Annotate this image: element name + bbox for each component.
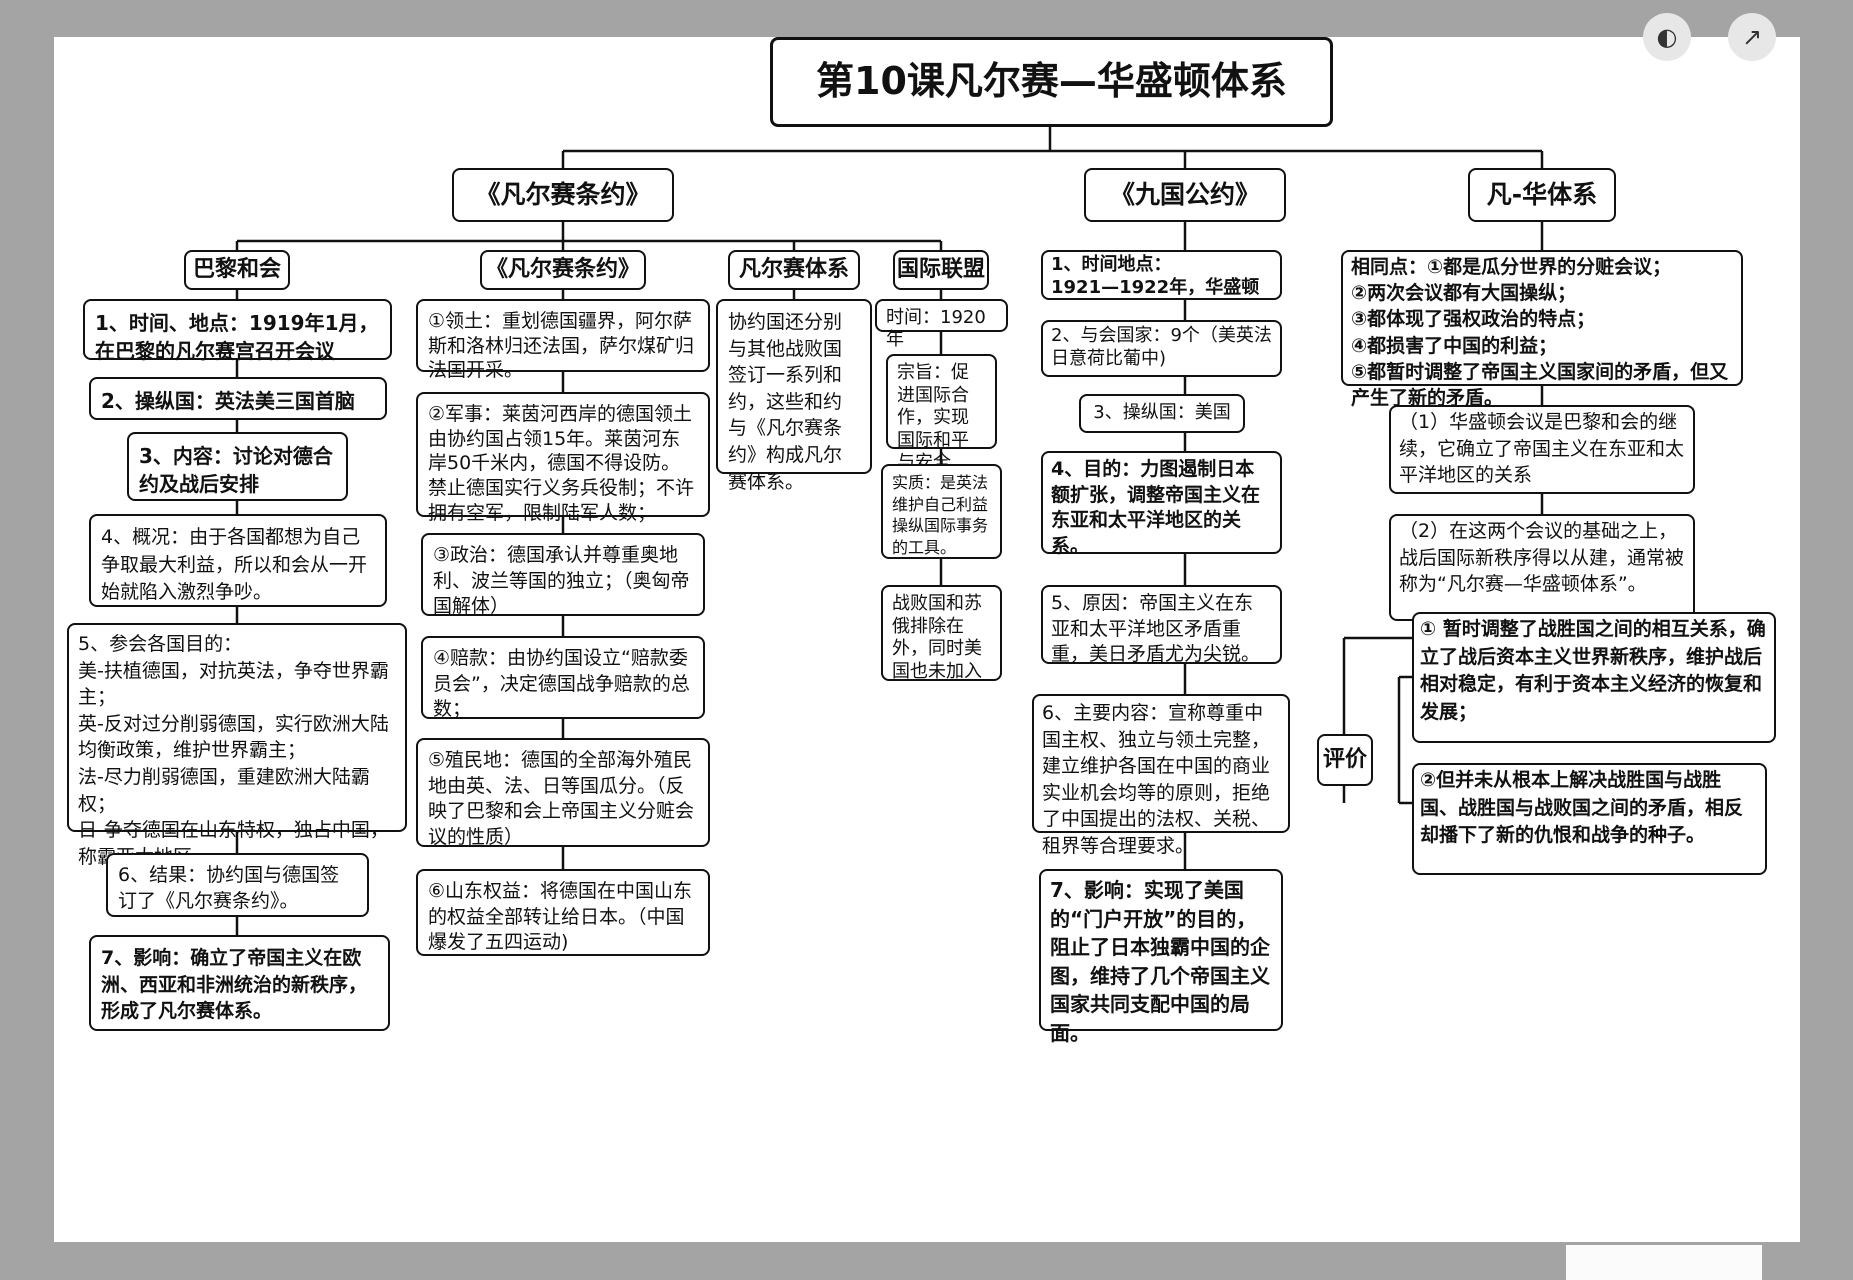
nine-power-item-5: 5、原因：帝国主义在东亚和太平洋地区矛盾重重，美日矛盾尤为尖锐。 bbox=[1041, 585, 1282, 665]
paris-item-1: 1、时间、地点：1919年1月，在巴黎的凡尔赛宫召开会议 bbox=[83, 299, 392, 363]
treaty-item-reparations: ④赔款：由协约国设立“赔款委员会”，决定德国战争赔款的总数； bbox=[421, 636, 705, 720]
system-similarities: 相同点：①都是瓜分世界的分赃会议； ②两次会议都有大国操纵； ③都体现了强权政治… bbox=[1341, 250, 1743, 409]
branch-paris-conference: 巴黎和会 bbox=[184, 250, 290, 290]
paris-item-5: 5、参会各国目的： 美-扶植德国，对抗英法，争夺世界霸主； 英-反对过分削弱德国… bbox=[67, 623, 407, 868]
section-nine-power-treaty: 《九国公约》 bbox=[1084, 168, 1286, 222]
versailles-system-description: 协约国还分别与其他战败国签订一系列和约，这些和约与《凡尔赛条约》构成凡尔赛体系。 bbox=[716, 299, 872, 493]
paris-item-3: 3、内容：讨论对德合约及战后安排 bbox=[127, 432, 348, 501]
league-item-time: 时间：1920年 bbox=[875, 299, 1008, 350]
treaty-item-colonies: ⑤殖民地：德国的全部海外殖民地由英、法、日等国瓜分。（反映了巴黎和会上帝国主义分… bbox=[416, 738, 710, 848]
nine-power-item-1: 1、时间地点： 1921—1922年，华盛顿 bbox=[1041, 250, 1282, 300]
league-item-essence: 实质：是英法维护自己利益操纵国际事务的工具。 bbox=[881, 464, 1002, 559]
system-note-washington: （1）华盛顿会议是巴黎和会的继续，它确立了帝国主义在东亚和太平洋地区的关系 bbox=[1389, 405, 1695, 494]
system-note-new-order: （2）在这两个会议的基础之上，战后国际新秩序得以从建，通常被称为“凡尔赛—华盛顿… bbox=[1389, 514, 1695, 621]
paris-item-6: 6、结果：协约国与德国签订了《凡尔赛条约》。 bbox=[106, 853, 369, 917]
league-item-exclusions: 战败国和苏俄排除在外，同时美国也未加入 bbox=[881, 585, 1002, 682]
treaty-item-military: ②军事：莱茵河西岸的德国领土由协约国占领15年。莱茵河东岸50千米内，德国不得设… bbox=[416, 392, 710, 524]
evaluation-positive: ① 暂时调整了战胜国之间的相互关系，确立了战后资本主义世界新秩序，维护战后相对稳… bbox=[1412, 612, 1776, 743]
paris-item-4: 4、概况：由于各国都想为自己争取最大利益，所以和会从一开始就陷入激烈争吵。 bbox=[89, 514, 387, 607]
evaluation-negative: ②但并未从根本上解决战胜国与战胜国、战胜国与战败国之间的矛盾，相反却播下了新的仇… bbox=[1412, 763, 1767, 875]
nine-power-item-4: 4、目的：力图遏制日本额扩张，调整帝国主义在东亚和太平洋地区的关系。 bbox=[1041, 451, 1282, 557]
treaty-item-shandong: ⑥山东权益：将德国在中国山东的权益全部转让给日本。（中国爆发了五四运动) bbox=[416, 869, 710, 956]
treaty-item-politics: ③政治：德国承认并尊重奥地利、波兰等国的独立；（奥匈帝国解体） bbox=[421, 533, 705, 617]
nine-power-item-3: 3、操纵国：美国 bbox=[1079, 394, 1245, 433]
nine-power-item-6: 6、主要内容：宣称尊重中国主权、独立与领土完整，建立维护各国在中国的商业实业机会… bbox=[1032, 694, 1290, 857]
paris-item-2: 2、操纵国：英法美三国首脑 bbox=[89, 377, 387, 420]
arrow-icon[interactable]: ↗ bbox=[1728, 13, 1776, 61]
section-versailles-treaty: 《凡尔赛条约》 bbox=[452, 168, 674, 222]
evaluation-label: 评价 bbox=[1317, 734, 1373, 786]
branch-versailles-treaty: 《凡尔赛条约》 bbox=[480, 250, 646, 290]
nine-power-item-2: 2、与会国家：9个（美英法日意荷比葡中) bbox=[1041, 320, 1282, 377]
contrast-icon[interactable]: ◐ bbox=[1643, 13, 1691, 61]
branch-league-of-nations: 国际联盟 bbox=[893, 250, 989, 290]
page-title: 第10课凡尔赛—华盛顿体系 bbox=[770, 37, 1333, 127]
treaty-item-territory: ①领土：重划德国疆界，阿尔萨斯和洛林归还法国，萨尔煤矿归法国开采。 bbox=[416, 299, 710, 381]
nine-power-item-7: 7、影响：实现了美国的“门户开放”的目的，阻止了日本独霸中国的企图，维持了几个帝… bbox=[1039, 869, 1283, 1045]
branch-versailles-system: 凡尔赛体系 bbox=[728, 250, 860, 290]
paris-item-7: 7、影响：确立了帝国主义在欧洲、西亚和非洲统治的新秩序，形成了凡尔赛体系。 bbox=[89, 935, 390, 1031]
section-versailles-washington-system: 凡-华体系 bbox=[1468, 168, 1616, 222]
paper-edge bbox=[1566, 1245, 1762, 1280]
league-item-purpose: 宗旨：促进国际合作，实现国际和平与安全 bbox=[886, 354, 997, 473]
mindmap-sheet: 第10课凡尔赛—华盛顿体系 《凡尔赛条约》 《九国公约》 凡-华体系 巴黎和会 … bbox=[54, 37, 1800, 1242]
